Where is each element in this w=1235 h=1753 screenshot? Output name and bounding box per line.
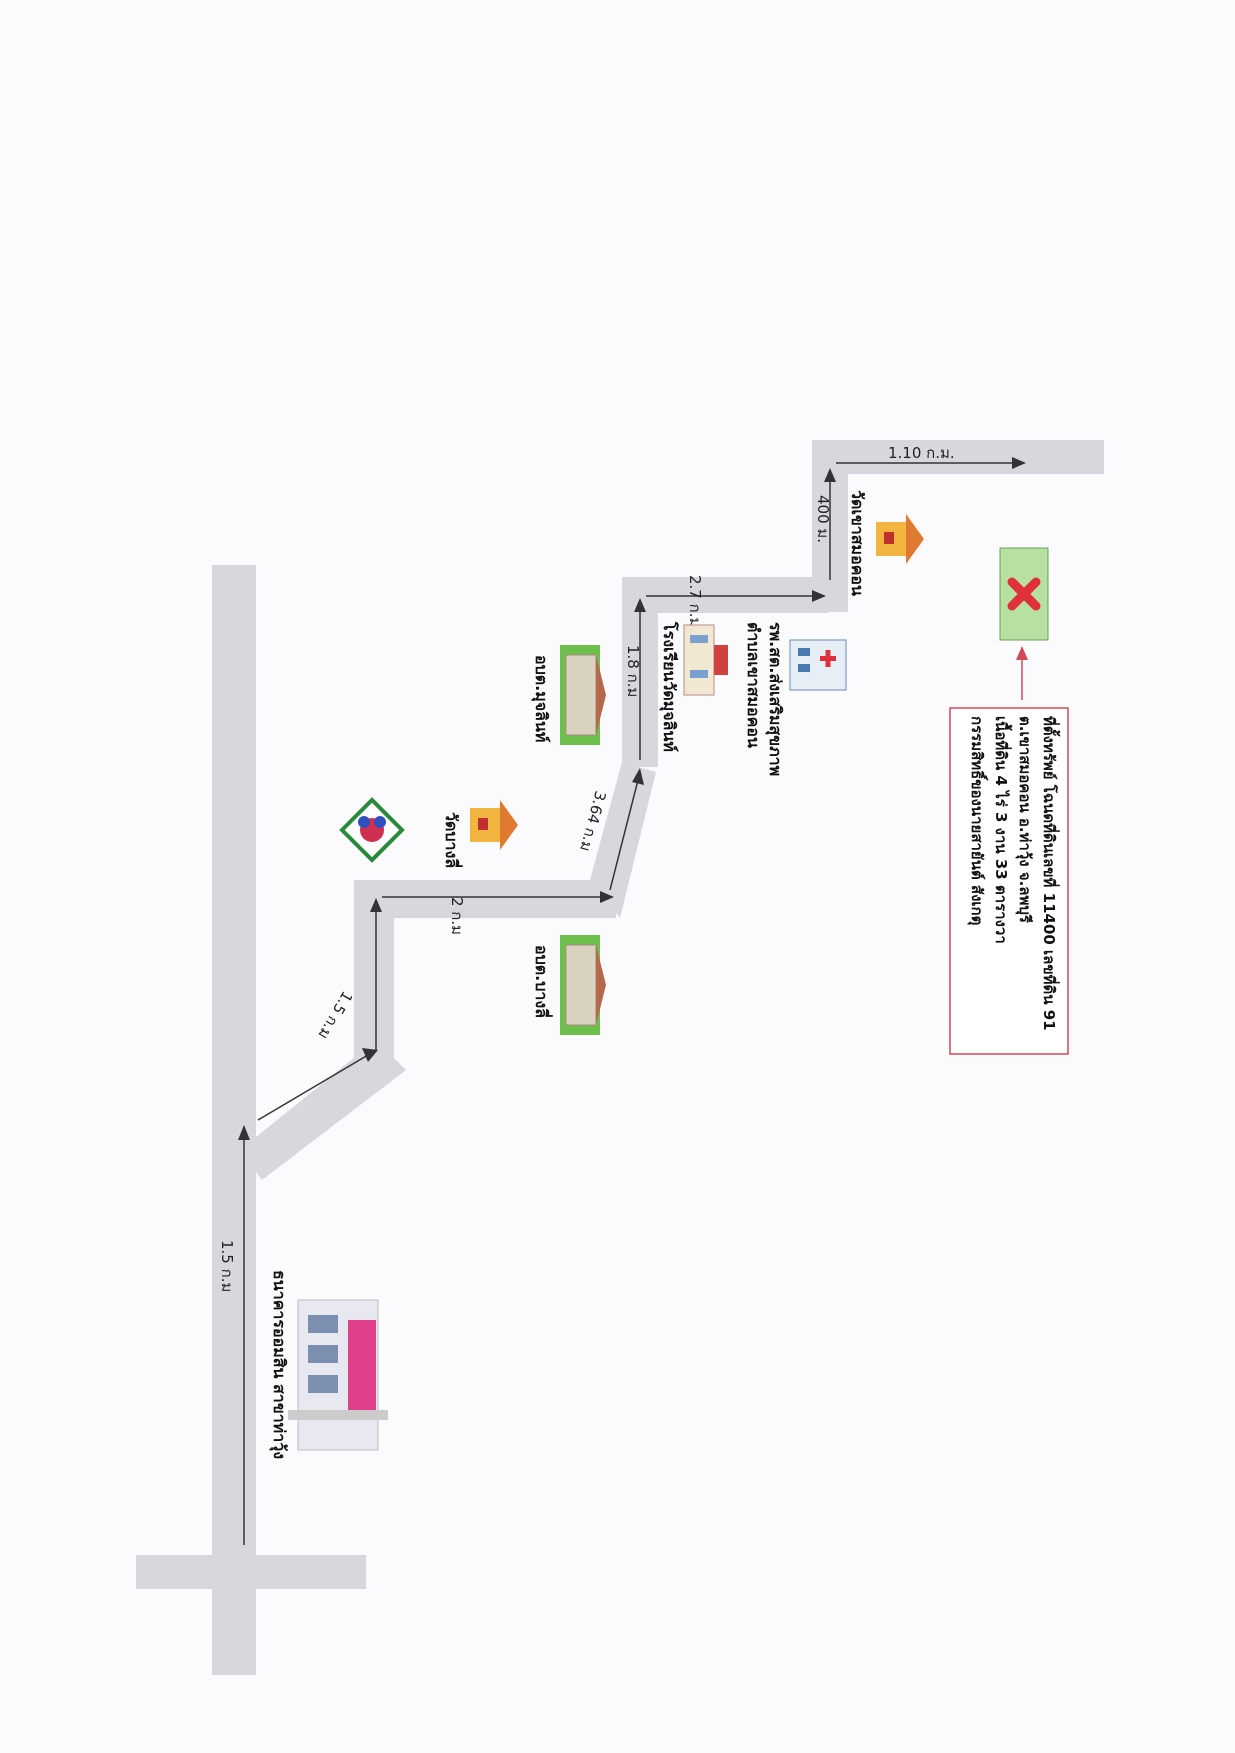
wat-khao-label: วัดเขาสมอคอน	[848, 490, 867, 596]
note-line4: กรรมสิทธิ์ของนายสายันต์ สังเกตุ	[967, 716, 989, 925]
government-office-icon-2	[560, 645, 606, 745]
government-office-icon	[560, 935, 606, 1035]
label-diagonal: 1.5 ก.ม	[314, 988, 356, 1042]
bank-label: ธนาคารออมสิน สาขาท่าวุ้ง	[269, 1270, 289, 1459]
roads	[136, 440, 1104, 1675]
label-110: 1.10 ก.ม.	[888, 444, 955, 462]
temple-icon-2	[876, 514, 924, 564]
hospital-icon	[789, 639, 847, 691]
arrows	[238, 457, 1028, 1545]
hospital-label-line2: ตำบลเขาสมอคอน	[744, 622, 763, 748]
note-line2: ต.เขาสมอคอน อ.ท่าวุ้ง จ.ลพบุรี	[1015, 716, 1034, 924]
label-18: 1.8 ก.ม	[624, 645, 642, 697]
label-main-road: 1.5 ก.ม	[218, 1240, 236, 1292]
note-line3: เนื้อที่ดิน 4 ไร่ 3 งาน 33 ตารางวา	[992, 716, 1013, 944]
wat-bangli-label: วัดบางลี่	[442, 812, 463, 868]
label-2km: 2 ก.ม	[448, 897, 466, 935]
label-400: 400 ม.	[814, 495, 832, 543]
school-label: โรงเรียนวัดมุจลินท์	[659, 621, 680, 752]
road-110km	[812, 440, 1104, 474]
obt-bangli-label: อบต.บางลี่	[532, 945, 553, 1018]
road-2km	[354, 880, 616, 918]
temple-icon	[470, 800, 518, 850]
obt-mucharin-label: อบต.มุจลินท์	[531, 655, 551, 742]
logo-emblem-icon	[339, 797, 405, 863]
diagonal-road	[240, 1040, 406, 1180]
label-27: 2.7 ก.ม	[686, 575, 704, 627]
property-note-box: ที่ตั้งทรัพย์ โฉนดที่ดินเลขที่ 11400 เลข…	[949, 707, 1069, 1055]
bank-building-icon	[288, 1299, 388, 1451]
hospital-label-line1: รพ.สต.ส่งเสริมสุขภาพ	[765, 622, 785, 776]
x-marker-icon	[999, 547, 1049, 641]
note-line1: ที่ตั้งทรัพย์ โฉนดที่ดินเลขที่ 11400 เลข…	[1040, 716, 1061, 1031]
school-icon	[683, 624, 728, 696]
main-road	[212, 565, 256, 1675]
road-27km	[622, 577, 828, 613]
